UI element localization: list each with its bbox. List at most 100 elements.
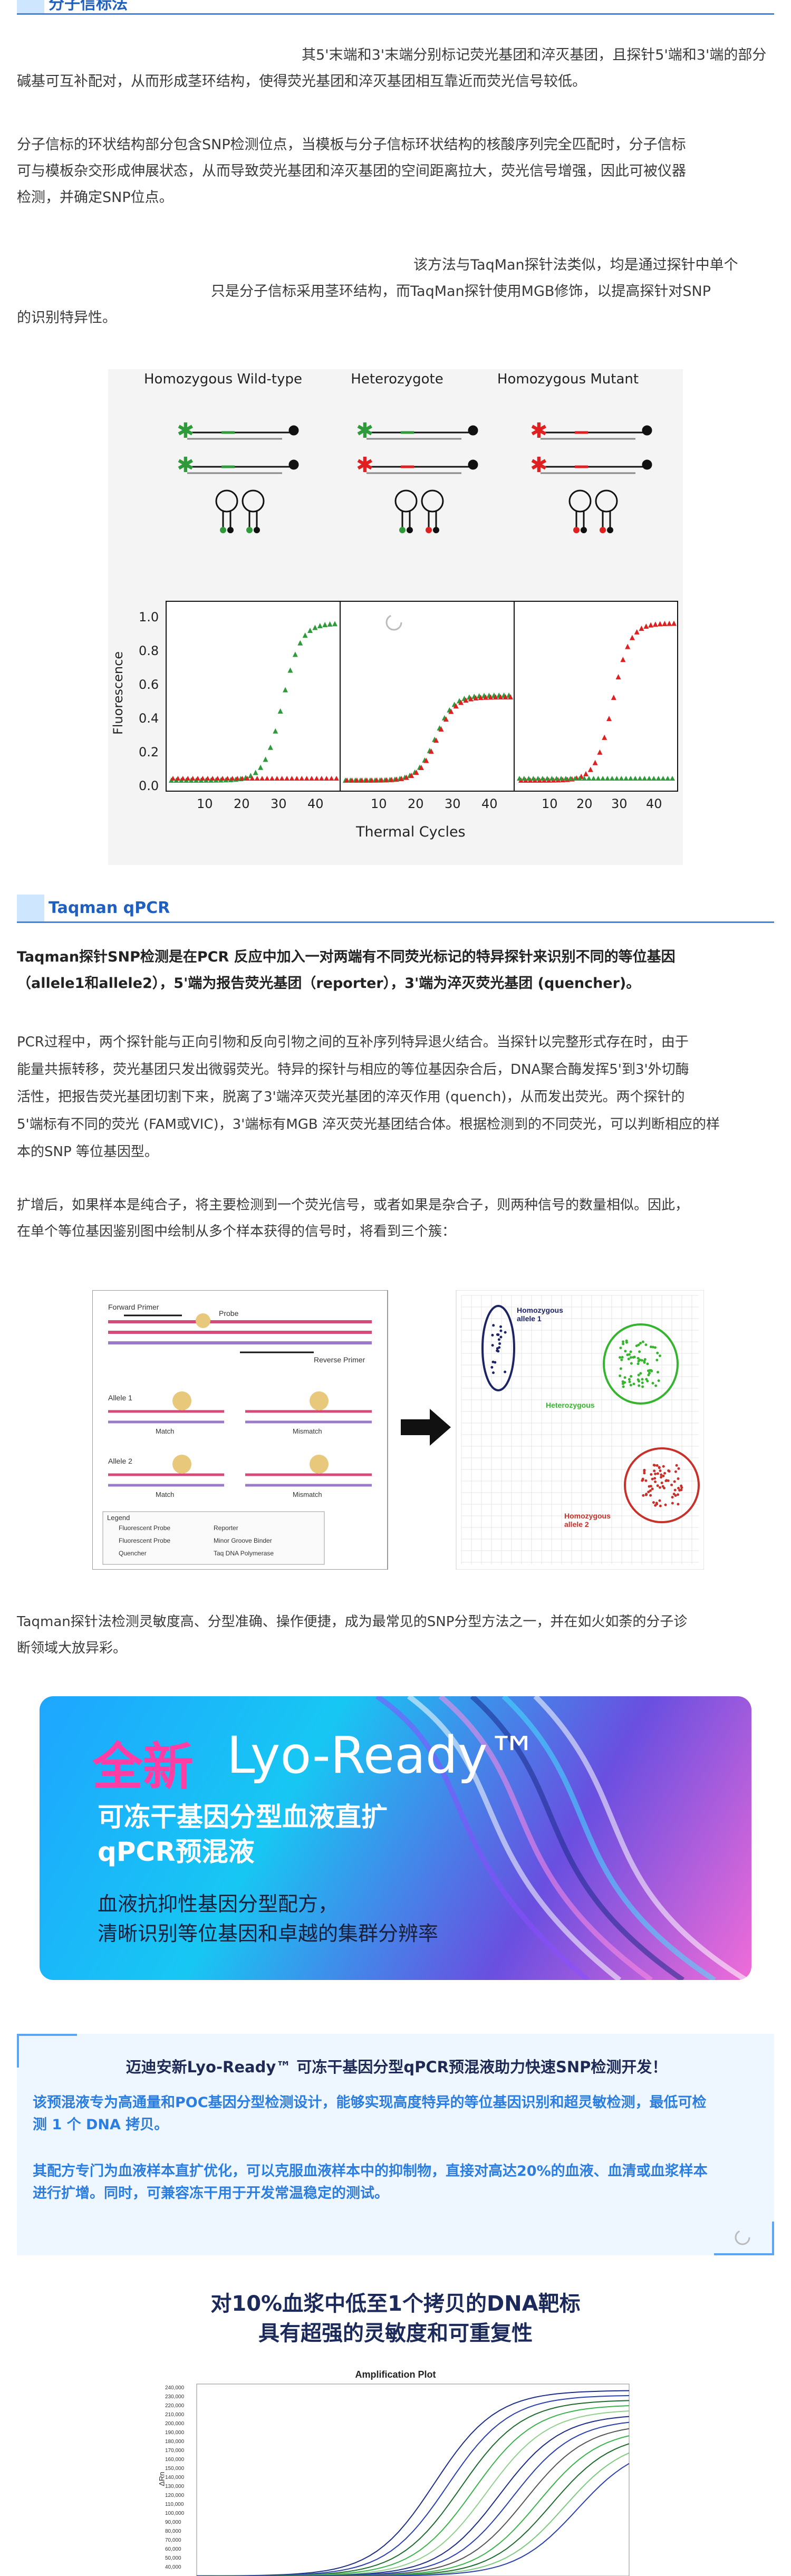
data-point xyxy=(667,620,672,626)
plot-y-tick: 150,000 xyxy=(165,2466,185,2472)
data-point xyxy=(660,776,666,781)
scatter-point xyxy=(641,1477,644,1481)
banner-headline-line: 可冻干基因分型血液直扩 xyxy=(98,1802,388,1832)
scatter-point xyxy=(657,1379,660,1382)
scatter-point xyxy=(673,1488,677,1492)
data-point xyxy=(647,776,652,781)
data-point xyxy=(634,629,640,635)
data-point xyxy=(263,756,268,762)
scatter-point xyxy=(649,1489,652,1492)
scatter-point xyxy=(660,1482,663,1485)
scatter-point xyxy=(641,1385,644,1388)
x-tick: 10 xyxy=(197,796,213,811)
data-point xyxy=(665,776,671,781)
text-line: 进行扩增。同时，可兼容冻干用于开发常温稳定的测试。 xyxy=(33,2185,389,2202)
text-line: 分子信标的环状结构部分包含SNP检测位点，当模板与分子信标环状结构的核酸序列完全… xyxy=(17,137,686,153)
scatter-point xyxy=(622,1342,625,1345)
label-match: Match xyxy=(156,1427,175,1435)
scatter-point xyxy=(492,1371,495,1374)
scatter-point xyxy=(638,1384,641,1387)
plot-y-tick: 210,000 xyxy=(165,2412,185,2418)
scatter-point xyxy=(653,1477,657,1480)
text-line: 本的SNP 等位基因型。 xyxy=(17,1144,158,1160)
data-point xyxy=(324,776,330,781)
text-line: 检测，并确定SNP位点。 xyxy=(17,189,173,206)
scatter-point xyxy=(636,1357,640,1360)
scatter-point xyxy=(647,1491,650,1494)
paragraph-taqman-clusters: 扩增后，如果样本是纯合子，将主要检测到一个荧光信号，或者如果是杂合子，则两种信号… xyxy=(17,1192,774,1245)
data-point xyxy=(648,622,654,628)
data-point xyxy=(332,621,337,627)
scatter-point xyxy=(663,1472,667,1475)
data-point xyxy=(283,687,288,693)
scatter-point xyxy=(645,1493,648,1496)
scatter-point xyxy=(640,1359,643,1362)
data-point xyxy=(433,737,439,743)
hairpin-ends xyxy=(220,527,613,533)
scatter-point xyxy=(619,1347,622,1350)
data-point xyxy=(304,776,310,781)
data-point xyxy=(443,716,449,722)
scatter-point xyxy=(677,1486,680,1489)
label-homozygous-mutant: Homozygous Mutant xyxy=(497,371,639,387)
scatter-point xyxy=(662,1465,665,1468)
data-point xyxy=(418,764,424,770)
figure2-drawing xyxy=(92,1290,704,1570)
section-marker xyxy=(17,0,44,14)
legend-item: Fluorescent Probe xyxy=(119,1537,171,1544)
x-tick: 20 xyxy=(408,796,424,811)
data-point xyxy=(517,776,522,781)
scatter-point xyxy=(674,1494,677,1497)
data-point xyxy=(600,776,606,781)
data-point xyxy=(292,651,298,657)
svg-text:✱: ✱ xyxy=(356,419,374,443)
data-point xyxy=(563,776,568,781)
text-line: 该预混液专为高通量和POC基因分型检测设计，能够实现高度特异的等位基因识别和超灵… xyxy=(33,2094,707,2111)
scatter-point xyxy=(625,1339,628,1342)
scatter-point xyxy=(627,1358,630,1361)
scatter-point xyxy=(620,1358,623,1361)
scatter-point xyxy=(497,1338,500,1341)
y-axis-label: Fluorescence xyxy=(111,651,126,735)
scatter-point xyxy=(675,1464,678,1467)
paragraph-beacon-snp: 分子信标的环状结构部分包含SNP检测位点，当模板与分子信标环状结构的核酸序列完全… xyxy=(17,132,774,211)
data-point xyxy=(602,734,607,740)
data-point xyxy=(264,776,270,781)
cluster1-ring xyxy=(481,1305,515,1391)
data-point xyxy=(620,657,626,662)
amplification-curves xyxy=(196,2383,630,2576)
scatter-point xyxy=(653,1469,656,1473)
data-point xyxy=(302,632,308,638)
x-tick: 10 xyxy=(371,796,387,811)
text-line: 的识别特异性。 xyxy=(17,310,117,326)
data-point xyxy=(473,695,479,701)
banner-new: 全新 xyxy=(92,1737,194,1796)
card-paragraph: 该预混液专为高通量和POC基因分型检测设计，能够实现高度特异的等位基因识别和超灵… xyxy=(33,2092,766,2136)
legend-item: Quencher xyxy=(119,1550,147,1557)
product-banner[interactable]: 全新 Lyo-Ready™ 可冻干基因分型血液直扩 qPCR预混液 血液抗抑性基… xyxy=(40,1696,751,1980)
data-point xyxy=(225,776,230,781)
svg-text:✱: ✱ xyxy=(530,419,548,443)
data-point xyxy=(170,776,176,781)
data-point xyxy=(625,643,631,649)
text-line: （allele1和allele2），5'端为报告荧光基团（reporter），3… xyxy=(17,975,641,992)
card-caption: 迈迪安新Lyo-Ready™ 可冻干基因分型qPCR预混液助力快速SNP检测开发… xyxy=(126,2058,668,2076)
arrow-right-icon xyxy=(401,1409,451,1446)
data-point xyxy=(354,777,360,783)
scatter-point xyxy=(643,1361,646,1364)
label-mismatch: Mismatch xyxy=(293,1491,322,1498)
x-tick: 40 xyxy=(307,796,324,811)
text-line: PCR过程中，两个探针能与正向引物和反向引物之间的互补序列特异退火结合。当探针以… xyxy=(17,1034,689,1050)
scatter-point xyxy=(660,1473,663,1476)
x-tick: 40 xyxy=(646,796,662,811)
data-point xyxy=(595,776,601,781)
scatter-point xyxy=(491,1333,494,1337)
data-point xyxy=(591,776,596,781)
scatter-point xyxy=(654,1480,657,1483)
text-line: 可与模板杂交形成伸展状态，从而导致荧光基团和淬灭基团的空间距离拉大，荧光信号增强… xyxy=(17,163,686,179)
data-point xyxy=(521,776,527,781)
data-point xyxy=(463,697,469,703)
text-line: 能量共振转移，荧光基团只发出微弱荧光。特异的探针与相应的等位基因杂合后，DNA聚… xyxy=(17,1062,689,1078)
data-point xyxy=(657,621,663,627)
scatter-point xyxy=(628,1378,631,1381)
